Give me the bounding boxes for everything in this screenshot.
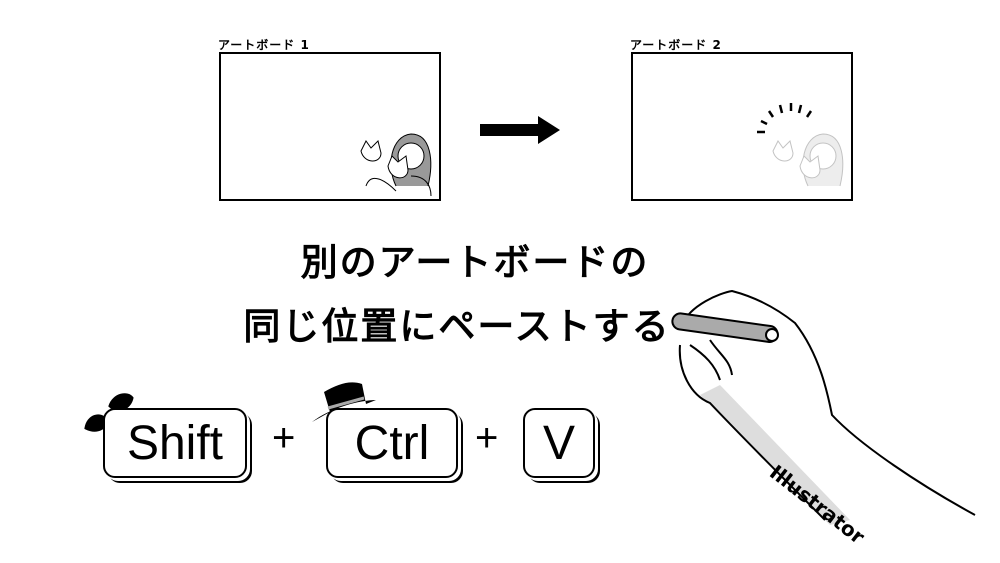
v-key: V: [523, 408, 595, 478]
top-hat-icon: [312, 382, 376, 422]
artboard-2: [631, 52, 853, 201]
plus-sign: +: [475, 416, 499, 460]
artboard-1-label: アートボード 1: [218, 38, 310, 52]
plus-sign: +: [272, 416, 296, 460]
girl-with-cats-illustration: [360, 133, 432, 196]
hand-with-pen-illustration: [671, 289, 976, 525]
headline-line-1: 別のアートボードの: [300, 241, 650, 284]
artboard-2-label: アートボード 2: [630, 38, 722, 52]
ctrl-key: Ctrl: [326, 408, 458, 478]
artboard-1: [219, 52, 441, 201]
arrow-right-icon: [480, 116, 560, 144]
headline-line-2: 同じ位置にペーストする: [243, 305, 671, 348]
sparkle-lines-icon: [757, 103, 813, 134]
shift-key: Shift: [103, 408, 247, 478]
girl-with-cats-illustration-faded: [772, 133, 844, 187]
